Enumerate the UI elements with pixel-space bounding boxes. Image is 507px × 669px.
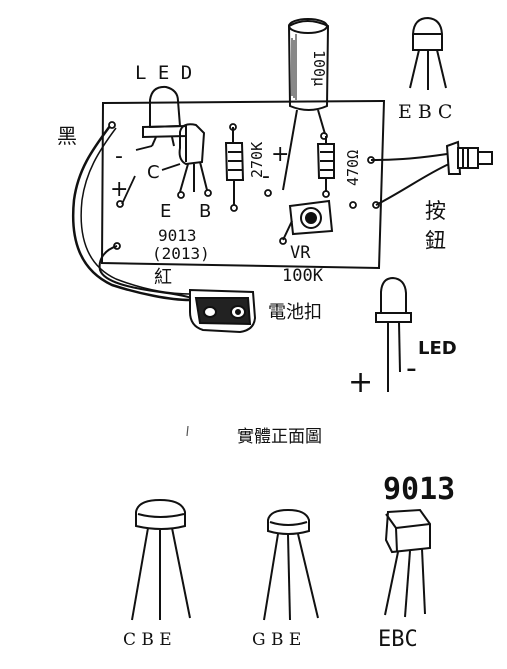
solder-points bbox=[108, 121, 380, 250]
e-pin-label: E bbox=[160, 201, 171, 222]
red-wire bbox=[98, 245, 193, 299]
r2-value-label: 470Ω bbox=[344, 150, 362, 186]
transistor-code-label: 9013 bbox=[158, 226, 197, 245]
bottom-9013-label: 9013 bbox=[383, 472, 455, 507]
black-wire-inner bbox=[80, 127, 191, 295]
transistor-cbe bbox=[131, 498, 191, 621]
led-right-plus: + bbox=[348, 365, 373, 400]
push-button bbox=[370, 140, 493, 206]
top-ebc-label: E B C bbox=[398, 101, 452, 123]
transistor-alt-label: (2013) bbox=[152, 244, 210, 263]
hong-label: 紅 bbox=[154, 267, 172, 288]
variable-resistor bbox=[282, 199, 334, 241]
transistor-gbe bbox=[263, 508, 319, 621]
hei-label: 黑 bbox=[57, 124, 77, 148]
cap-plus-label: + bbox=[271, 142, 289, 167]
transistor-9013 bbox=[178, 123, 208, 193]
view-title: 實體正面圖 bbox=[237, 427, 322, 447]
vr-label: VR bbox=[290, 243, 311, 263]
b-pin-label: B bbox=[199, 201, 211, 222]
led-right-minus: - bbox=[406, 351, 417, 386]
led-top-label: L E D bbox=[135, 62, 192, 84]
led-plus-sign: + bbox=[110, 177, 128, 202]
button-label-1: 按 bbox=[425, 199, 446, 223]
pins-ebc-label: EBC bbox=[378, 627, 418, 652]
r1-value-label: 270K bbox=[248, 142, 266, 178]
cap-value-label: 100μ bbox=[310, 50, 328, 86]
resistor-270k bbox=[224, 127, 245, 205]
transistor-ebc bbox=[384, 508, 431, 618]
pins-cbe-label: C B E bbox=[123, 630, 172, 650]
c-pin-label: C bbox=[147, 162, 160, 183]
resistor-470 bbox=[316, 136, 335, 192]
vr-value-label: 100K bbox=[282, 266, 324, 286]
led-minus-sign: - bbox=[115, 144, 123, 169]
pins-gbe-label: G B E bbox=[252, 630, 301, 650]
capacitor bbox=[282, 18, 330, 191]
transistor-top-right bbox=[409, 16, 447, 90]
battery-clip-label: 電池扣 bbox=[268, 302, 322, 323]
button-label-2: 鈕 bbox=[425, 229, 446, 253]
cap-minus-label: - bbox=[262, 164, 270, 189]
black-wire bbox=[72, 125, 191, 302]
led-right bbox=[375, 276, 412, 392]
led-right-label: LED bbox=[418, 338, 457, 359]
battery-clip bbox=[189, 288, 257, 334]
